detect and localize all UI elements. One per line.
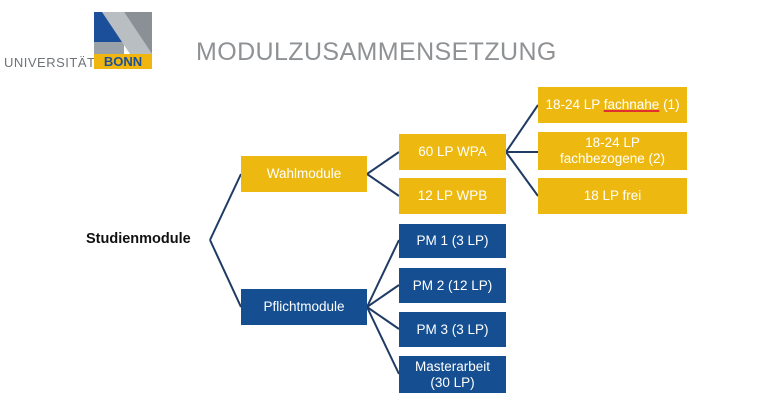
fachbezogene-box: 18-24 LP fachbezogene (2) <box>538 132 687 170</box>
pm2-label: PM 2 (12 LP) <box>412 277 493 293</box>
connector-wahlmodule-wpb <box>366 173 400 197</box>
wpa-label: 60 LP WPA <box>418 144 487 159</box>
pflichtmodule-box: Pflichtmodule <box>241 289 367 325</box>
masterarbeit-box: Masterarbeit (30 LP) <box>399 356 506 393</box>
connector-root-pflichtmodule <box>209 239 242 308</box>
masterarbeit-line2: (30 LP) <box>430 374 475 390</box>
fachnahe-word: fachnahe <box>603 97 660 112</box>
masterarbeit-line1: Masterarbeit <box>414 358 491 374</box>
logo-university-text: UNIVERSITÄT <box>4 55 96 70</box>
connector-root-wahlmodule <box>209 173 242 241</box>
pm1-box: PM 1 (3 LP) <box>399 224 506 258</box>
connector-pflicht-pm3 <box>366 306 400 330</box>
pm3-label: PM 3 (3 LP) <box>416 321 489 337</box>
slide-title: MODULZUSAMMENSETZUNG <box>196 38 557 66</box>
logo-diagonal-mark <box>102 12 152 54</box>
wahlmodule-label: Wahlmodule <box>266 166 342 181</box>
pm3-box: PM 3 (3 LP) <box>399 312 506 347</box>
fachnahe-prefix: 18-24 LP <box>545 97 604 112</box>
wpa-box: 60 LP WPA <box>399 134 506 170</box>
connector-wpa-fachnahe <box>505 104 539 153</box>
pflichtmodule-label: Pflichtmodule <box>263 299 345 314</box>
university-logo: UNIVERSITÄT BONN <box>0 0 160 70</box>
wpb-label: 12 LP WPB <box>417 188 488 203</box>
connector-pflicht-pm1 <box>366 239 400 308</box>
pm1-label: PM 1 (3 LP) <box>416 233 489 248</box>
connector-pflicht-masterarbeit <box>366 306 400 375</box>
fachnahe-label: 18-24 LP fachnahe (1) <box>545 97 679 113</box>
fachnahe-box: 18-24 LP fachnahe (1) <box>538 87 687 123</box>
fachbezogene-line1: 18-24 LP <box>585 135 640 150</box>
fachnahe-suffix: (1) <box>659 97 680 112</box>
frei-box: 18 LP frei <box>538 178 687 214</box>
fachbezogene-line2: fachbezogene (2) <box>559 151 666 166</box>
connector-wpa-frei <box>505 151 539 197</box>
connector-wahlmodule-wpa <box>366 151 400 175</box>
pm2-box: PM 2 (12 LP) <box>399 268 506 303</box>
wpb-box: 12 LP WPB <box>399 178 506 214</box>
connector-pflicht-pm2 <box>366 284 400 308</box>
wahlmodule-box: Wahlmodule <box>241 156 367 192</box>
root-label: Studienmodule <box>86 231 191 247</box>
frei-label: 18 LP frei <box>583 188 642 203</box>
logo-gray-bar <box>94 42 124 54</box>
logo-bonn-text: BONN <box>94 54 152 69</box>
